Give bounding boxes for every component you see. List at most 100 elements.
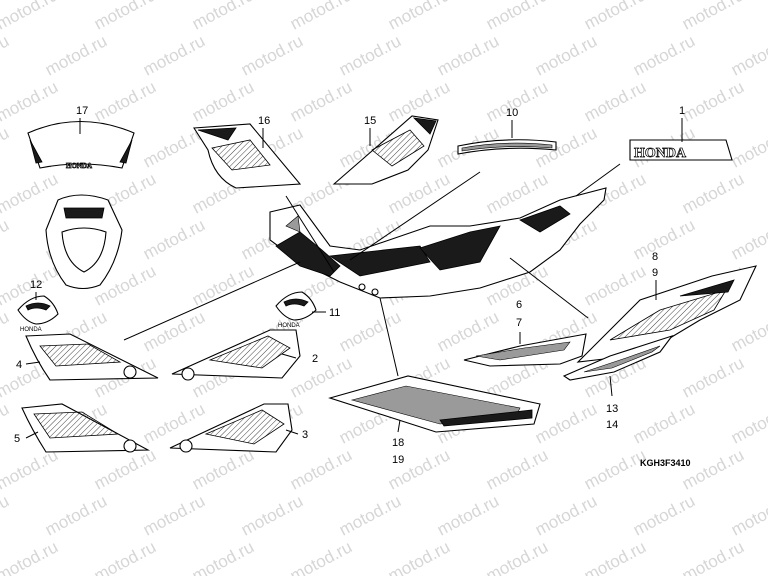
part-2-panel-decal[interactable] [171,329,301,381]
watermark-text: motod.ru [728,31,768,79]
callout-7: 7 [516,317,522,329]
part-5-panel-decal[interactable] [21,403,151,453]
callout-13: 13 [606,403,618,415]
part-13-14-stripe[interactable] [562,334,674,381]
watermark-text: motod.ru [140,31,208,79]
watermark-text: motod.ru [91,537,159,576]
part-4-panel-decal[interactable] [25,333,159,381]
part-1-honda-emblem[interactable]: HONDA [629,139,733,161]
watermark-text: motod.ru [0,215,12,263]
watermark-text: motod.ru [728,123,768,171]
callout-2: 2 [312,353,318,365]
watermark-text: motod.ru [238,31,306,79]
watermark-text: motod.ru [630,491,698,539]
part-11-wing-logo[interactable]: HONDA [275,291,317,329]
callout-3: 3 [302,429,308,441]
watermark-text: motod.ru [140,307,208,355]
callout-5: 5 [14,433,20,445]
callout-12: 12 [30,279,42,291]
watermark-text: motod.ru [483,0,551,34]
watermark-text: motod.ru [0,399,12,447]
watermark-text: motod.ru [532,31,600,79]
callout-17: 17 [76,105,88,117]
watermark-text: motod.ru [0,491,12,539]
watermark-text: motod.ru [0,445,61,493]
watermark-text: motod.ru [434,491,502,539]
watermark-text: motod.ru [0,31,12,79]
watermark-text: motod.ru [679,445,747,493]
watermark-text: motod.ru [385,445,453,493]
watermark-text: motod.ru [287,77,355,125]
watermark-text: motod.ru [728,307,768,355]
watermark-text: motod.ru [189,0,257,34]
watermark-text: motod.ru [0,169,61,217]
watermark-text: motod.ru [483,445,551,493]
callout-10: 10 [506,107,518,119]
watermark-text: motod.ru [532,491,600,539]
part-8-9-side-decal[interactable] [576,265,757,363]
callout-15: 15 [364,115,376,127]
watermark-text: motod.ru [91,445,159,493]
watermark-text: motod.ru [140,491,208,539]
callout-9: 9 [652,267,658,279]
callout-4: 4 [16,359,22,371]
watermark-text: motod.ru [728,399,768,447]
watermark-text: motod.ru [434,307,502,355]
watermark-text: motod.ru [189,77,257,125]
part-15-side-decal[interactable] [332,115,439,185]
part-17-front-decal[interactable]: HONDA [27,121,135,171]
watermark-text: motod.ru [140,215,208,263]
watermark-text: motod.ru [728,215,768,263]
watermark-text: motod.ru [91,77,159,125]
part-16-side-decal[interactable] [193,123,302,189]
watermark-text: motod.ru [532,399,600,447]
watermark-text: motod.ru [679,0,747,34]
callout-19: 19 [392,454,404,466]
watermark-text: motod.ru [483,537,551,576]
honda-text-17: HONDA [66,162,92,170]
watermark-text: motod.ru [0,123,12,171]
watermark-text: motod.ru [238,491,306,539]
honda-text-12: HONDA [20,327,42,333]
watermark-text: motod.ru [581,537,649,576]
watermark-text: motod.ru [728,491,768,539]
watermark-text: motod.ru [679,77,747,125]
callout-16: 16 [258,115,270,127]
watermark-text: motod.ru [189,537,257,576]
watermark-text: motod.ru [581,445,649,493]
part-3-panel-decal[interactable] [169,403,293,453]
watermark-text: motod.ru [0,77,61,125]
watermark-text: motod.ru [0,307,12,355]
watermark-text: motod.ru [0,537,61,576]
body-cowl [269,187,607,299]
part-12-wing-logo[interactable]: HONDA [17,295,59,333]
part-10-stripe[interactable] [457,139,557,155]
watermark-text: motod.ru [385,537,453,576]
watermark-text: motod.ru [630,399,698,447]
watermark-text: motod.ru [91,0,159,34]
watermark-text: motod.ru [0,0,61,34]
watermark-text: motod.ru [42,491,110,539]
watermark-text: motod.ru [630,31,698,79]
watermark-text: motod.ru [679,537,747,576]
watermark-text: motod.ru [189,445,257,493]
watermark-text: motod.ru [42,31,110,79]
watermark-text: motod.ru [336,307,404,355]
part-6-7-lower-decal[interactable] [463,333,587,367]
callout-18: 18 [392,437,404,449]
watermark-text: motod.ru [581,77,649,125]
honda-text-11: HONDA [278,323,300,329]
callout-8: 8 [652,251,658,263]
watermark-text: motod.ru [385,169,453,217]
part-18-19-floor-decal[interactable] [328,375,541,433]
callout-1: 1 [679,105,685,117]
watermark-text: motod.ru [336,491,404,539]
callout-labels: 17 16 15 10 1 12 11 4 2 5 3 6 7 8 9 13 1… [14,105,685,466]
watermark-text: motod.ru [287,0,355,34]
watermark-text: motod.ru [287,537,355,576]
headlight-cover [45,194,123,290]
watermark-text: motod.ru [434,31,502,79]
watermark-text: motod.ru [630,215,698,263]
watermark-text: motod.ru [679,353,747,401]
